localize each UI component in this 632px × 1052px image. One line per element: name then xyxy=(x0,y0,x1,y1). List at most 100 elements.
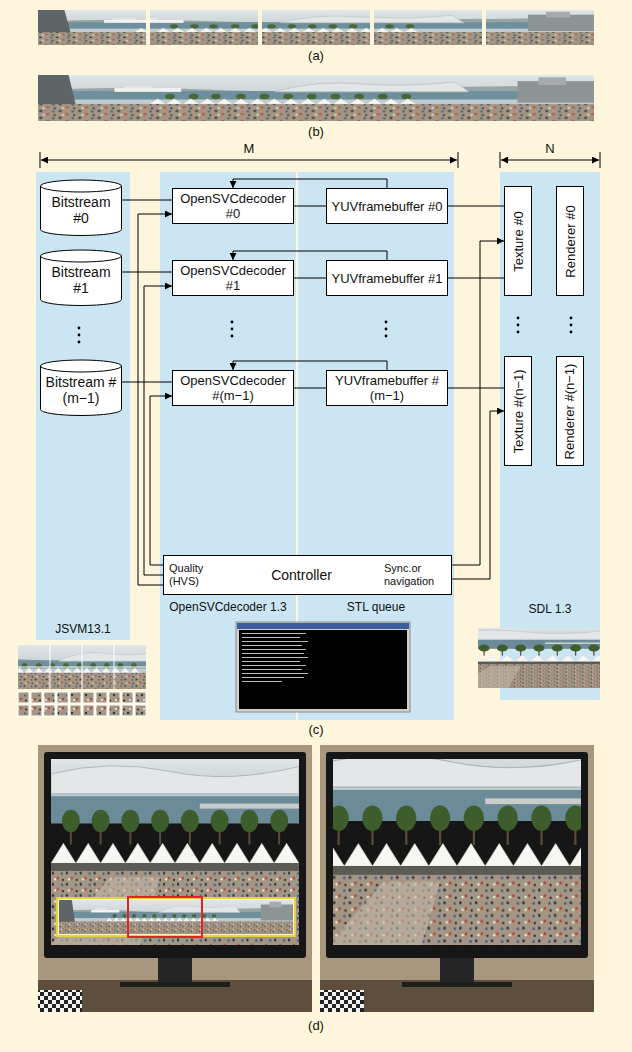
framebuffer-box: YUVframebuffer #1 xyxy=(326,260,448,296)
figure-art xyxy=(114,10,594,45)
framebuffer-box: YUVframebuffer #0 xyxy=(326,188,448,224)
connector xyxy=(294,388,326,389)
connector xyxy=(233,361,387,370)
figure-art xyxy=(76,10,556,45)
figure-art xyxy=(242,673,308,674)
figure-art xyxy=(237,623,409,629)
connector xyxy=(448,388,504,389)
connector xyxy=(233,251,387,260)
figure-art xyxy=(242,677,304,678)
figure-art xyxy=(122,692,133,703)
figure-art xyxy=(570,324,573,327)
figure-art xyxy=(501,160,599,161)
figure-art xyxy=(51,759,299,945)
figure-art xyxy=(158,958,192,984)
port-label: Sync.or navigation xyxy=(384,562,446,588)
box-label: Texture #0 xyxy=(511,211,526,272)
figure-art xyxy=(59,900,293,934)
figure-art xyxy=(242,669,302,670)
figure-art xyxy=(78,334,81,337)
controller-box: Quality (HVS)ControllerSync.or navigatio… xyxy=(163,555,452,595)
figure-art xyxy=(454,628,606,688)
box-label: OpenSVCdecoder #0 xyxy=(177,191,289,221)
connector xyxy=(233,179,387,188)
figure-art xyxy=(18,692,29,703)
figure-art xyxy=(454,628,606,688)
connector xyxy=(122,382,172,383)
figure-art xyxy=(109,705,120,716)
column-label: STL queue xyxy=(298,600,454,614)
column-label: OpenSVCdecoder 1.3 xyxy=(160,600,296,614)
figure-art xyxy=(44,692,55,703)
framebuffer-box: YUVframebuffer #(m−1) xyxy=(326,370,448,406)
figure-art xyxy=(135,705,146,716)
figure-art xyxy=(44,705,55,716)
figure-art xyxy=(242,665,306,666)
renderer-box: Renderer #(n−1) xyxy=(556,356,584,466)
box-label: Texture #(n−1) xyxy=(511,369,526,453)
column-label: JSVM13.1 xyxy=(36,622,130,636)
box-label: YUVframebuffer #0 xyxy=(331,199,442,214)
figure-art xyxy=(31,692,42,703)
figure-art xyxy=(320,980,594,1012)
connector xyxy=(452,411,504,579)
figure-art xyxy=(316,748,598,959)
cylinder-body xyxy=(41,360,122,416)
figure-art xyxy=(57,692,68,703)
figure-art xyxy=(41,160,457,161)
cylinder-rim xyxy=(41,256,122,262)
renderer-box: Renderer #0 xyxy=(556,186,584,296)
box-label: OpenSVCdecoder #(m−1) xyxy=(177,373,289,403)
controller-title: Controller xyxy=(271,567,332,583)
figure-art xyxy=(242,649,306,650)
decoder-box: OpenSVCdecoder #(m−1) xyxy=(172,370,294,406)
decoder-box: OpenSVCdecoder #1 xyxy=(172,260,294,296)
figure-art xyxy=(600,152,601,168)
bitstream-store: Bitstream #1 xyxy=(40,250,122,306)
figure-art xyxy=(78,317,573,344)
figure-art xyxy=(236,622,410,712)
panel-label: (c) xyxy=(308,722,323,737)
panel-label: (d) xyxy=(308,1018,324,1033)
cylinder-rim xyxy=(41,186,122,192)
figure-art xyxy=(316,748,598,959)
figure-art xyxy=(242,645,302,646)
figure-art xyxy=(570,331,573,334)
figure-art xyxy=(320,990,364,1012)
box-label: OpenSVCdecoder #1 xyxy=(177,263,289,293)
connector xyxy=(452,241,504,565)
figure-art xyxy=(242,641,308,642)
figure-art xyxy=(31,705,42,716)
figure-art xyxy=(231,328,234,331)
box-label: Renderer #(n−1) xyxy=(563,363,578,459)
panel-label: (a) xyxy=(308,48,324,63)
connector xyxy=(448,278,504,279)
decoder-box: OpenSVCdecoder #0 xyxy=(172,188,294,224)
dimension-label: N xyxy=(545,141,554,156)
panel-label: (b) xyxy=(308,124,324,139)
figure-art xyxy=(40,152,600,168)
figure-art xyxy=(242,633,306,634)
column-fill xyxy=(500,172,600,700)
figure-art xyxy=(440,958,474,984)
figure-art xyxy=(96,692,107,703)
figure-art xyxy=(458,152,459,168)
figure-art xyxy=(76,10,556,45)
cylinder-body xyxy=(41,250,122,306)
figure-art xyxy=(242,633,308,682)
software-column: STL queue YUVframebuffer #0 YUVframebuffer… xyxy=(298,172,454,720)
figure-art xyxy=(231,335,234,338)
figure-art xyxy=(18,692,146,716)
connector xyxy=(122,272,172,273)
box-label: Bitstream #1 xyxy=(44,264,118,296)
figure-art xyxy=(18,667,146,668)
figure-art xyxy=(51,759,299,945)
software-column: OpenSVCdecoder 1.3 OpenSVCdecoder #0 OpenS… xyxy=(160,172,296,720)
figure-art xyxy=(18,705,29,716)
figure-art xyxy=(83,692,94,703)
figure-art xyxy=(242,653,304,654)
figure-art xyxy=(517,324,520,327)
box-label: Renderer #0 xyxy=(563,205,578,277)
